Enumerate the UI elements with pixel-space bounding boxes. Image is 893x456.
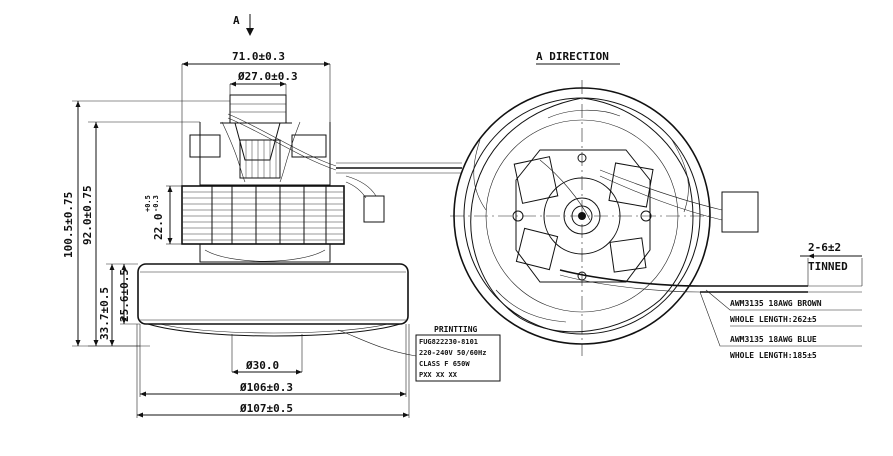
fan-diameter-106-dimension [139,324,407,397]
end-bell [199,244,331,263]
fan-height-dimension [106,263,138,346]
strip-length-label: 2-6±2 [808,241,841,254]
printing-leader-line [337,329,417,357]
fan-inner-height-label: 25.6±0.5 [118,269,131,322]
terminal-connector [345,175,385,223]
fan-height-label: 33.7±0.5 [98,287,111,340]
commutator [239,139,281,179]
top-width-label: 71.0±0.3 [232,50,285,63]
bearing-housing [189,94,327,161]
fan-diameter-107-dimension [136,324,410,418]
center-shaft [543,177,621,255]
motor-frame [199,121,331,186]
printing-line: PXX XX XX [419,371,458,379]
printing-line: FUG822230-8101 [419,338,478,346]
outer-housing-circle [453,87,711,345]
stack-tolerance-lower: -0.3 [152,195,160,212]
inlet-diameter-dimension [231,334,303,375]
fan-diameter-106-label: Ø106±0.3 [239,381,293,394]
fan-inner-height-dimension [120,264,140,325]
bearing-diameter-dimension [229,81,287,95]
printing-line: CLASS F 650W [419,360,470,368]
view-title: A DIRECTION [536,50,609,63]
bearing-diameter-label: Ø27.0±0.3 [237,70,298,83]
side-view: A 71.0±0.3 Ø27.0±0.3 [62,14,462,418]
printing-block: PRINTTING FUG822230-8101 220-240V 50/60H… [415,325,501,382]
inlet-diameter-label: Ø30.0 [245,359,279,372]
wire-leads [700,285,862,293]
overall-height-label: 100.5±0.75 [62,192,75,258]
fan-housing [137,263,409,337]
wire-spec-blue: AWM3135 18AWG BLUE [730,335,817,344]
lead-wires [227,113,462,174]
wire-spec-brown: AWM3135 18AWG BROWN [730,299,822,308]
stator-stack [181,185,345,245]
strip-tinned-label: TINNED [808,260,848,273]
end-view-connector [721,191,759,233]
body-height-label: 92.0±0.75 [81,185,94,245]
stack-height-dimension [166,185,182,245]
body-height-dimension [88,121,200,347]
printing-title: PRINTTING [434,325,478,334]
view-direction-arrow [246,14,254,36]
a-direction-view: A DIRECTION [450,50,863,360]
printing-line: 220-240V 50/60Hz [419,349,486,357]
stack-tolerance-upper: +0.5 [144,195,152,212]
fan-blades [470,97,694,333]
wire-length-blue: WHOLE LENGTH:185±5 [730,351,817,360]
fan-diameter-107-label: Ø107±0.5 [239,402,293,415]
wire-spec-leaders [699,289,862,347]
strip-length-dimension [800,253,863,286]
wire-length-brown: WHOLE LENGTH:262±5 [730,315,817,324]
end-view-wires [539,159,723,293]
stack-height-label: 22.0 [152,214,165,241]
view-marker-label: A [233,14,240,27]
